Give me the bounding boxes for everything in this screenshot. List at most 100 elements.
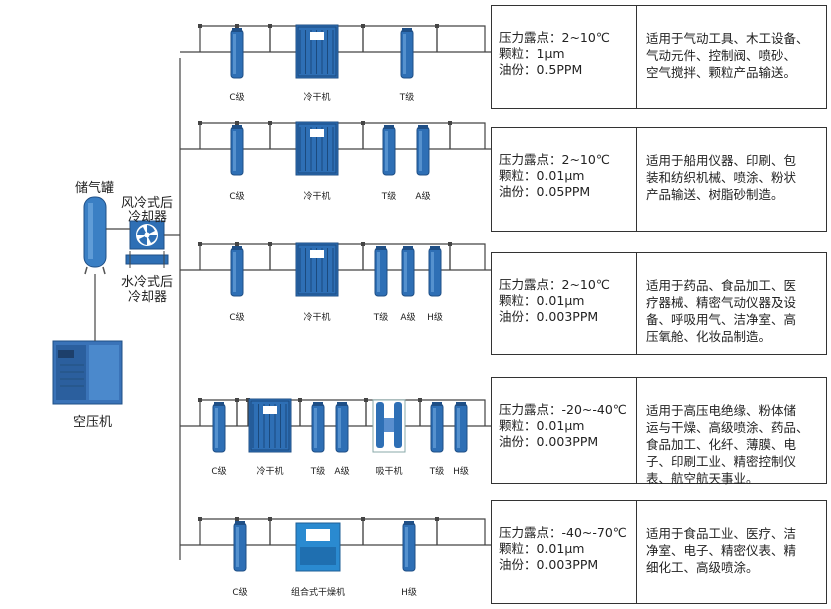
equipment-label: 吸干机 — [375, 467, 403, 477]
dryer-icon — [248, 398, 292, 453]
application-box: 适用于高压电绝缘、粉体储运与干燥、高级喷涂、药品、食品加工、化纤、薄膜、电子、印… — [637, 377, 827, 486]
air-cooler-label-1: 风冷式后 — [121, 196, 174, 211]
application-box: 适用于食品工业、医疗、洁净室、电子、精密仪表、精细化工、高级喷涂。 — [637, 500, 827, 604]
combo-dryer-icon — [295, 522, 341, 572]
application-line: 压氧舱、化妆品制造。 — [646, 329, 772, 344]
valve — [198, 24, 202, 28]
spec-line: 油份：0.003PPM — [499, 309, 599, 324]
equipment-label: C级 — [211, 467, 227, 477]
valve — [361, 24, 365, 28]
spec-line: 油份：0.5PPM — [499, 62, 583, 77]
filter-icon — [416, 125, 430, 176]
filter-icon — [311, 402, 325, 453]
application-line: 适用于气动工具、木工设备、 — [646, 31, 809, 46]
valve — [361, 517, 365, 521]
valve — [298, 398, 302, 402]
valve — [361, 121, 365, 125]
valve — [435, 24, 439, 28]
bypass-pipe — [362, 25, 438, 52]
bypass-pipe — [449, 243, 486, 270]
spec-line: 颗粒：1μm — [499, 46, 565, 61]
valve — [235, 24, 239, 28]
application-line: 适用于高压电绝缘、粉体储 — [646, 403, 797, 418]
filter-icon — [230, 246, 244, 297]
bypass-pipe — [236, 399, 249, 426]
valve — [235, 398, 239, 402]
valve — [198, 242, 202, 246]
bypass-pipe — [362, 518, 438, 545]
equipment-label: 冷干机 — [303, 313, 331, 323]
equipment-label: H级 — [427, 313, 443, 323]
application-line: 空气搅拌、颗粒产品输送。 — [646, 65, 797, 80]
dryer-icon — [295, 24, 339, 79]
valve — [268, 121, 272, 125]
valve — [246, 398, 250, 402]
equipment-label: 冷干机 — [303, 93, 331, 103]
bypass-pipe — [436, 518, 486, 545]
bypass-pipe — [299, 399, 367, 426]
filter-icon — [212, 402, 226, 453]
application-line: 食品加工、化纤、薄膜、电 — [646, 437, 797, 452]
filter-icon — [401, 246, 415, 297]
equipment-label: A级 — [415, 192, 431, 202]
valve — [268, 24, 272, 28]
application-box: 适用于气动工具、木工设备、气动元件、控制阀、喷砂、空气搅拌、颗粒产品输送。 — [637, 5, 827, 109]
filter-icon — [230, 125, 244, 176]
spec-line: 油份：0.05PPM — [499, 184, 591, 199]
water-cooler-label-2: 冷却器 — [128, 290, 168, 305]
application-box: 适用于船用仪器、印刷、包装和纺织机械、喷涂、粉状产品输送、树脂砂制造。 — [637, 127, 827, 232]
equipment-label: 冷干机 — [303, 192, 331, 202]
equipment-label: T级 — [381, 192, 397, 202]
valve — [364, 398, 368, 402]
equipment-label: H级 — [453, 467, 469, 477]
water-cooler-label-1: 水冷式后 — [121, 275, 174, 290]
adsorption-dryer-icon — [372, 399, 406, 453]
air-compressor — [52, 340, 123, 405]
dryer-icon — [295, 121, 339, 176]
bypass-pipe — [449, 122, 486, 149]
air-cooler — [129, 220, 165, 250]
filter-icon — [402, 521, 416, 572]
application-line: 适用于药品、食品加工、医 — [646, 278, 797, 293]
valve — [198, 517, 202, 521]
filter-icon — [230, 28, 244, 79]
water-cooler — [125, 251, 169, 268]
application-line: 适用于食品工业、医疗、洁 — [646, 526, 797, 541]
equipment-label: T级 — [310, 467, 326, 477]
spec-line: 颗粒：0.01μm — [499, 418, 585, 433]
equipment-label: T级 — [399, 93, 415, 103]
filter-icon — [428, 246, 442, 297]
filter-icon — [335, 402, 349, 453]
bypass-pipe — [419, 399, 486, 426]
spec-line: 压力露点：2~10℃ — [499, 30, 610, 45]
application-line: 运与干燥、高级喷涂、药品、 — [646, 420, 809, 435]
filter-icon — [430, 402, 444, 453]
application-box: 适用于药品、食品加工、医疗器械、精密气动仪器及设备、呼吸用气、洁净室、高压氧舱、… — [637, 252, 827, 355]
filter-icon — [374, 246, 388, 297]
application-line: 备、呼吸用气、洁净室、高 — [646, 312, 797, 327]
valve — [268, 242, 272, 246]
air-cooler-label-2: 冷却器 — [128, 210, 168, 225]
filter-icon — [454, 402, 468, 453]
application-line: 疗器械、精密气动仪器及设 — [646, 295, 797, 310]
equipment-label: C级 — [229, 93, 245, 103]
application-line: 净室、电子、精密仪表、精 — [646, 543, 797, 558]
filter-icon — [233, 521, 247, 572]
equipment-label: C级 — [229, 313, 245, 323]
spec-line: 颗粒：0.01μm — [499, 293, 585, 308]
valve — [448, 121, 452, 125]
valve — [418, 398, 422, 402]
spec-line: 压力露点：2~10℃ — [499, 277, 610, 292]
application-line: 表、航空航天事业。 — [646, 471, 759, 486]
spec-line: 压力露点：-20~-40℃ — [499, 402, 627, 417]
bypass-pipe — [362, 122, 451, 149]
spec-line: 颗粒：0.01μm — [499, 168, 585, 183]
equipment-label: H级 — [401, 588, 417, 598]
application-line: 适用于船用仪器、印刷、包 — [646, 153, 797, 168]
spec-line: 颗粒：0.01μm — [499, 541, 585, 556]
